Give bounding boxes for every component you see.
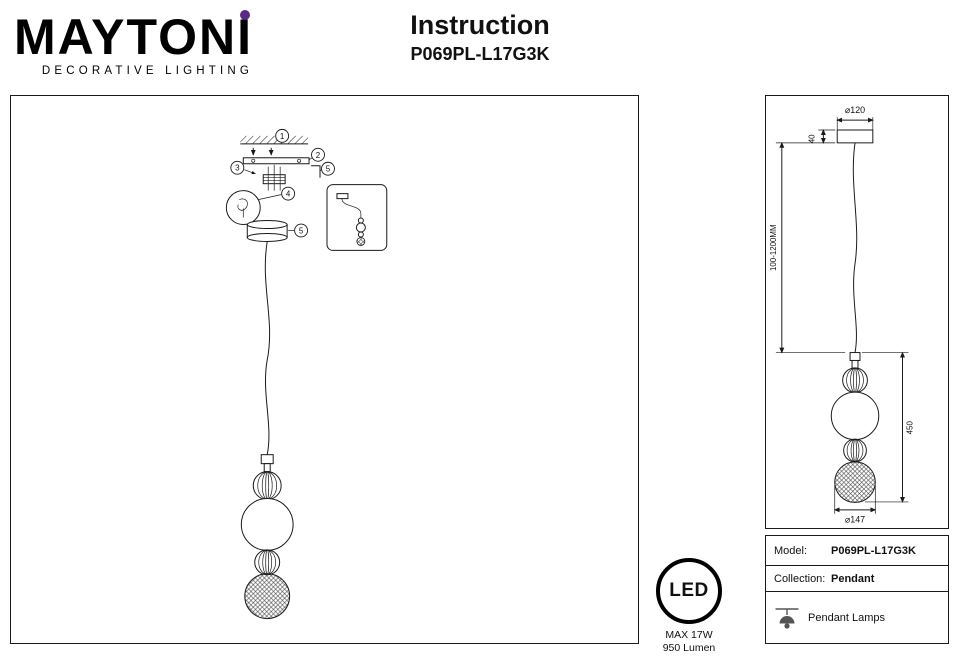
svg-text:⌀147: ⌀147 — [845, 515, 865, 525]
pendant-fixture — [240, 454, 294, 620]
maytoni-logo: MAYTONI DECORATIVE LIGHTING — [14, 9, 254, 77]
ribbed-bead-bottom — [254, 549, 281, 576]
dim-fixture-height: 450 — [861, 351, 914, 503]
spec-table: Model: P069PL-L17G3K Collection: Pendant… — [765, 535, 949, 644]
glass-ball — [830, 391, 880, 441]
model-value: P069PL-L17G3K — [831, 544, 916, 557]
callout-2: 2 — [308, 147, 325, 162]
ribbed-bead-top — [252, 471, 282, 501]
spec-row-category: Pendant Lamps — [766, 592, 948, 643]
installation-panel: 1 2 3 — [10, 95, 639, 644]
brand-wordmark: MAYTONI — [14, 9, 254, 65]
callout-4: 4 — [258, 186, 296, 201]
dimension-panel: ⌀120 40 100-1200MM — [765, 95, 949, 529]
hook-detail-circle — [225, 190, 261, 226]
dim-canopy-height: 40 — [775, 129, 836, 144]
ceiling-hatch — [240, 135, 309, 145]
screw-arrows — [250, 147, 274, 156]
cable-clamp-callout-5: 5 — [311, 161, 335, 178]
dimension-drawing: ⌀120 40 100-1200MM — [769, 105, 915, 525]
svg-text:3: 3 — [235, 164, 240, 173]
svg-text:2: 2 — [316, 151, 321, 160]
collection-value: Pendant — [831, 572, 875, 585]
brand-tagline: DECORATIVE LIGHTING — [41, 65, 254, 77]
inset-detail-box — [326, 184, 388, 251]
led-icon: LED — [656, 558, 722, 624]
spec-row-collection: Collection: Pendant — [766, 566, 948, 592]
max-power: MAX 17W — [665, 629, 713, 641]
svg-text:100-1200MM: 100-1200MM — [769, 224, 778, 271]
callout-5: 5 — [288, 223, 309, 238]
wire-connector — [262, 164, 286, 191]
ribbed-bead-top — [842, 367, 868, 394]
model-number: P069PL-L17G3K — [410, 44, 550, 64]
brand-dot-icon — [240, 10, 251, 20]
luminous-flux: 950 Lumen — [662, 642, 716, 654]
pendant-lamp-icon — [774, 606, 800, 630]
svg-text:450: 450 — [905, 421, 914, 435]
suspension-cord — [264, 241, 271, 455]
canopy-drawing — [836, 129, 874, 144]
title-block: Instruction P069PL-L17G3K — [0, 10, 960, 65]
led-label: LED — [669, 580, 709, 601]
glass-ball — [240, 498, 294, 551]
model-label: Model: — [774, 544, 808, 557]
spec-row-model: Model: P069PL-L17G3K — [766, 536, 948, 566]
svg-text:5: 5 — [299, 226, 304, 235]
collection-label: Collection: — [774, 572, 826, 585]
cord-drawing — [852, 142, 858, 353]
canopy — [246, 220, 288, 242]
page-title: Instruction — [410, 10, 550, 40]
crystal-ball — [834, 461, 876, 503]
ribbed-bead-bottom — [843, 438, 867, 463]
mounting-plate — [242, 157, 310, 165]
svg-text:40: 40 — [807, 134, 816, 143]
svg-text:4: 4 — [286, 190, 291, 199]
svg-text:⌀120: ⌀120 — [845, 105, 865, 115]
dim-fixture-diameter: ⌀147 — [833, 485, 877, 525]
led-badge: LED MAX 17W 950 Lumen — [648, 558, 730, 654]
callout-3: 3 — [230, 160, 256, 175]
callout-1: 1 — [275, 128, 290, 143]
svg-text:5: 5 — [326, 165, 331, 174]
category-value: Pendant Lamps — [808, 611, 886, 624]
dim-suspension-length: 100-1200MM — [769, 141, 846, 354]
installation-diagram: 1 2 3 — [225, 128, 388, 620]
pendant-fixture-small — [830, 352, 880, 503]
dim-canopy-diameter: ⌀120 — [836, 105, 874, 130]
svg-text:1: 1 — [280, 132, 285, 141]
crystal-ball — [244, 573, 291, 620]
